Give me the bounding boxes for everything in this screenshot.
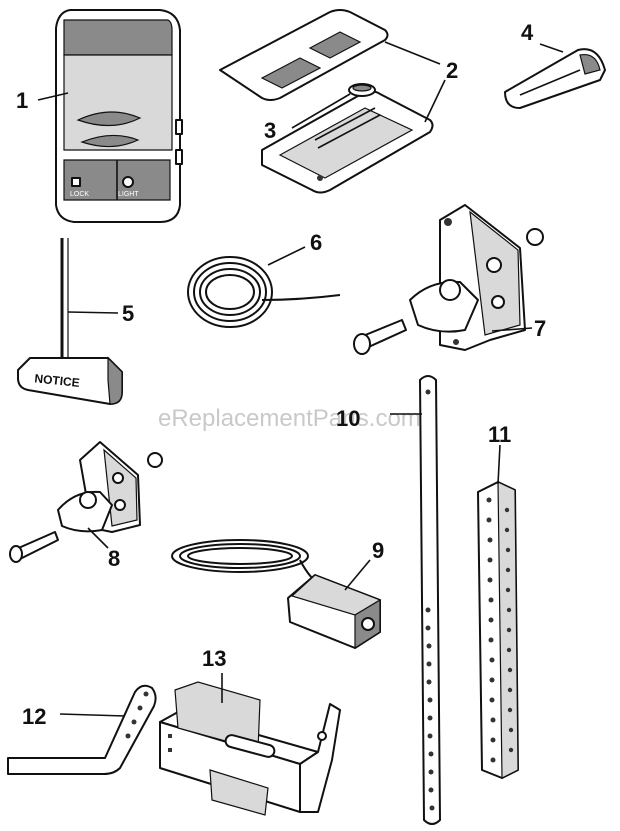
part-4-visor-clip: [504, 48, 606, 109]
angle-iron-holes: [486, 497, 514, 763]
callout-3: 3: [264, 118, 276, 143]
callout-12: 12: [22, 704, 46, 729]
part-11-angle-iron: [477, 481, 519, 779]
part-9-safety-sensor: [171, 539, 382, 650]
callout-6: 6: [310, 230, 322, 255]
callout-5: 5: [122, 301, 134, 326]
light-button-label: LIGHT: [118, 191, 139, 198]
part-7-door-bracket: [353, 204, 544, 355]
notice-label: NOTICE: [34, 371, 81, 390]
part-3-battery: [348, 83, 376, 97]
part-8-bracket: [9, 441, 163, 563]
part-12-bent-arm: [7, 684, 157, 775]
callout-4: 4: [521, 20, 534, 45]
part-5-notice-tag: NOTICE: [17, 238, 123, 405]
callout-11: 11: [488, 422, 511, 447]
callout-1: 1: [16, 88, 28, 113]
callout-9: 9: [372, 538, 384, 563]
part-6-wire-coil: [187, 256, 341, 328]
callout-7: 7: [534, 316, 546, 341]
part-13-header-bracket: [159, 681, 341, 816]
lock-button-label: LOCK: [70, 191, 89, 198]
callout-8: 8: [108, 546, 120, 571]
watermark: eReplacementParts.com: [158, 405, 421, 432]
part-2-remote-housing: [219, 9, 434, 194]
callout-10: 10: [336, 406, 360, 431]
callout-13: 13: [202, 646, 226, 671]
part-10-strap: [419, 375, 441, 825]
part-1-wall-control: LOCK LIGHT: [55, 9, 183, 223]
callout-2: 2: [446, 58, 458, 83]
